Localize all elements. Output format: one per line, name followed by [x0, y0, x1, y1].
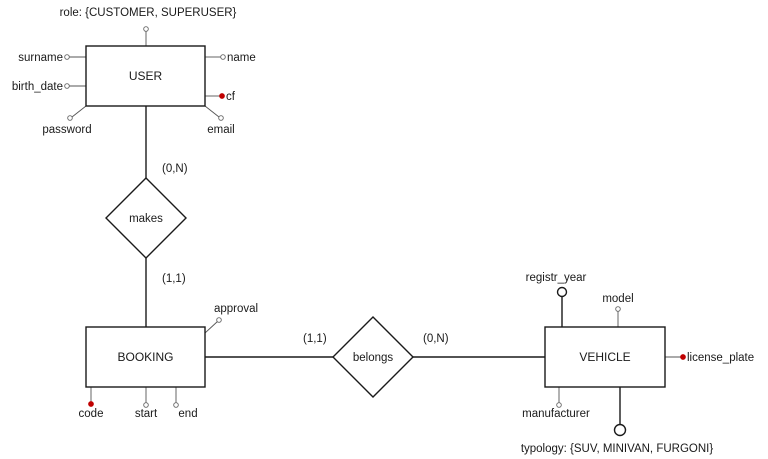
cardinality-booking-belongs: (1,1) — [303, 333, 327, 345]
attr-license-plate-key-marker — [680, 354, 686, 360]
attr-license-plate-label: license_plate — [687, 352, 754, 364]
attr-role-label: role: {CUSTOMER, SUPERUSER} — [60, 7, 237, 19]
attr-approval-label: approval — [214, 303, 258, 315]
attr-birth-date-marker — [64, 83, 70, 89]
attr-start-marker — [143, 402, 149, 408]
relationship-makes[interactable]: makes — [105, 177, 187, 259]
attr-code-label: code — [79, 408, 104, 420]
attr-cf-key-marker — [219, 93, 225, 99]
attr-name-marker — [220, 54, 226, 60]
user-password-stem — [71, 105, 87, 118]
attr-email-label: email — [207, 124, 234, 136]
booking-approval-stem — [204, 320, 219, 334]
cardinality-vehicle-belongs: (0,N) — [423, 333, 449, 345]
attr-end-marker — [173, 402, 179, 408]
attr-cf-label: cf — [226, 91, 236, 103]
cardinality-booking-makes: (1,1) — [162, 273, 186, 285]
attr-typology-marker — [613, 423, 627, 437]
attr-role-marker — [143, 26, 149, 32]
attr-start-label: start — [135, 408, 158, 420]
attr-password-label: password — [42, 124, 91, 136]
relationship-belongs-label: belongs — [353, 352, 394, 364]
attr-birth-date-label: birth_date — [12, 81, 63, 93]
relationship-makes-label: makes — [129, 213, 163, 225]
cardinality-user-makes: (0,N) — [162, 163, 188, 175]
attr-surname-label: surname — [18, 52, 63, 64]
entity-user[interactable]: USER — [85, 45, 206, 107]
entity-booking[interactable]: BOOKING — [85, 326, 206, 388]
relationship-belongs[interactable]: belongs — [332, 316, 414, 398]
attr-model-marker — [615, 306, 621, 312]
attr-code-key-marker — [88, 401, 94, 407]
entity-user-label: USER — [129, 69, 163, 83]
attr-end-label: end — [178, 408, 197, 420]
attr-surname-marker — [64, 54, 70, 60]
entity-vehicle[interactable]: VEHICLE — [544, 326, 666, 388]
entity-booking-label: BOOKING — [117, 350, 173, 364]
attr-manufacturer-label: manufacturer — [522, 408, 590, 420]
attr-approval-marker — [216, 317, 222, 323]
attr-password-marker — [67, 115, 73, 121]
attr-registr-year-marker — [556, 286, 568, 298]
attr-manufacturer-marker — [556, 402, 562, 408]
attr-name-label: name — [227, 52, 256, 64]
attr-email-marker — [218, 115, 224, 121]
attr-model-label: model — [602, 293, 633, 305]
attr-registr-year-label: registr_year — [526, 272, 587, 284]
user-email-stem — [204, 105, 220, 118]
attr-typology-label: typology: {SUV, MINIVAN, FURGONI} — [521, 443, 714, 455]
entity-vehicle-label: VEHICLE — [579, 350, 630, 364]
